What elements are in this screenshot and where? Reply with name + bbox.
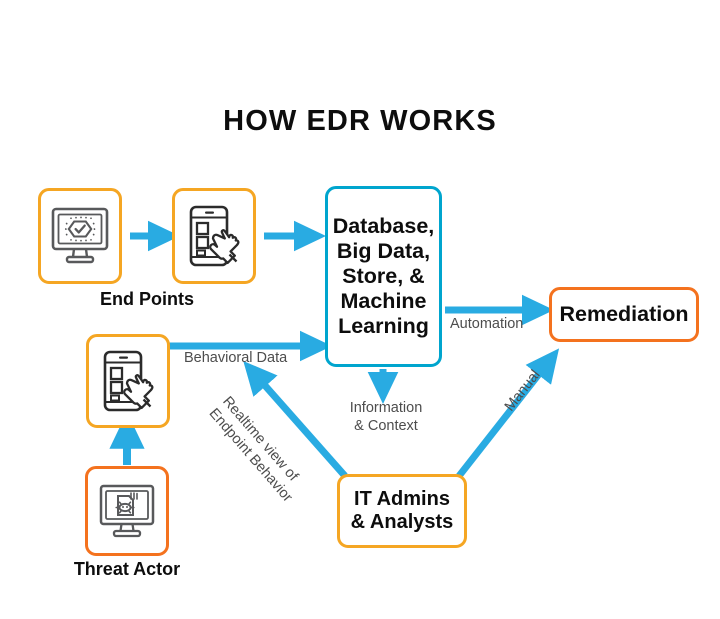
compromised-endpoint-card[interactable] — [86, 334, 170, 428]
it-admins-line-2: & Analysts — [350, 511, 454, 533]
remediation-box[interactable]: Remediation — [549, 287, 699, 342]
it-admins-box[interactable]: IT Admins & Analysts — [337, 474, 467, 548]
threat-actor-card[interactable] — [85, 466, 169, 556]
information-context-line-2: & Context — [354, 418, 418, 435]
endpoint-mobile-card[interactable] — [172, 188, 256, 284]
endpoint-monitor-card[interactable] — [38, 188, 122, 284]
monitor-shield-check-icon — [51, 207, 109, 264]
database-line-3: Store, & — [342, 264, 425, 289]
edge-label-realtime-view: Realtime view of Endpoint Behavior — [205, 393, 310, 506]
mobile-hand-tap-icon — [103, 350, 154, 412]
information-context-line-1: Information — [349, 400, 423, 416]
database-line-5: Learning — [338, 313, 429, 338]
it-admins-line-1: IT Admins — [354, 487, 450, 510]
monitor-virus-document-icon — [99, 484, 155, 538]
edge-label-manual: Manual — [501, 367, 544, 415]
remediation-label: Remediation — [559, 302, 689, 327]
database-line-4: Machine — [340, 288, 427, 313]
database-box[interactable]: Database, Big Data, Store, & Machine Lea… — [325, 186, 442, 367]
endpoints-caption: End Points — [100, 289, 194, 309]
database-line-1: Database, — [332, 214, 435, 239]
threat-actor-caption: Threat Actor — [73, 559, 181, 579]
edge-label-automation: Automation — [450, 316, 524, 332]
edge-label-behavioral-data: Behavioral Data — [184, 350, 288, 366]
mobile-hand-tap-icon — [189, 205, 240, 267]
edge-label-information-context: Information & Context — [340, 399, 432, 435]
database-line-2: Big Data, — [336, 239, 431, 264]
page-title: HOW EDR WORKS — [223, 105, 497, 137]
